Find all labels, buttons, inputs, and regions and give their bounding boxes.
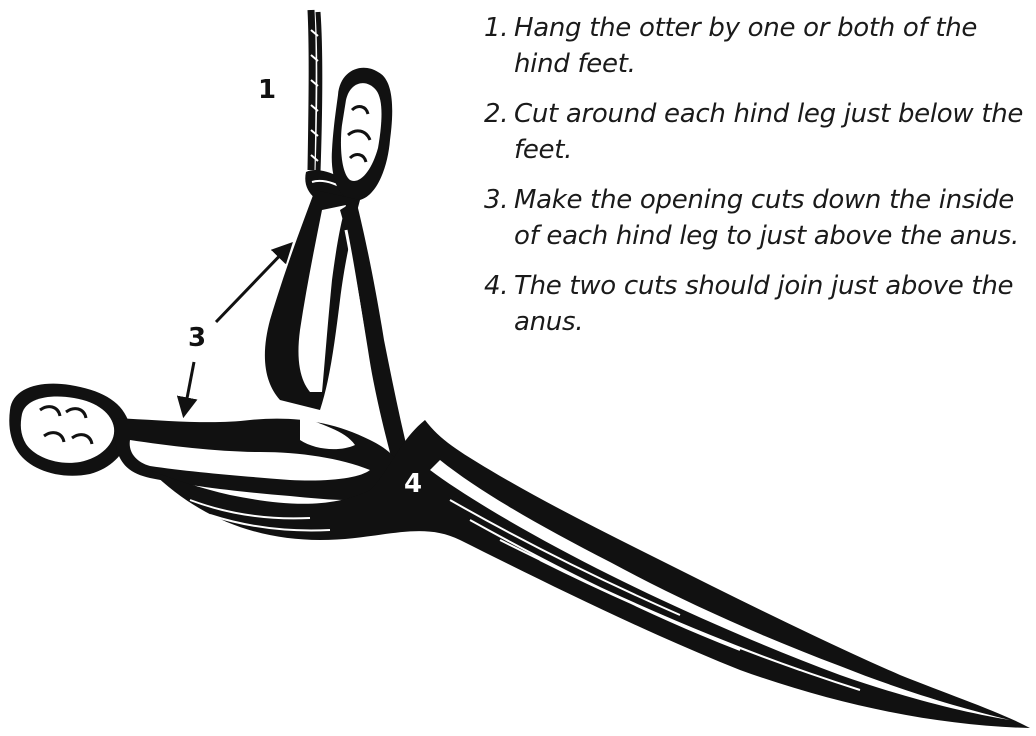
- instruction-step: 3. Make the opening cuts down the inside…: [484, 182, 1032, 254]
- instruction-step: 4. The two cuts should join just above t…: [484, 268, 1032, 340]
- arrow-leg-lower: [184, 362, 194, 414]
- callout-3: 3: [188, 323, 206, 353]
- step-text: Hang the otter by one or both of the hin…: [514, 13, 977, 79]
- step-number: 3.: [484, 182, 508, 218]
- step-text: Make the opening cuts down the inside of…: [514, 185, 1019, 251]
- callout-4: 4: [404, 469, 422, 499]
- hind-leg-lower: [115, 415, 404, 500]
- step-number: 4.: [484, 268, 508, 304]
- step-text: Cut around each hind leg just below the …: [514, 99, 1023, 165]
- instruction-list: 1. Hang the otter by one or both of the …: [484, 10, 1032, 354]
- hind-foot-upper: [332, 68, 392, 201]
- instruction-step: 2. Cut around each hind leg just below t…: [484, 96, 1032, 168]
- hind-foot-lower: [9, 384, 129, 476]
- instruction-step: 1. Hang the otter by one or both of the …: [484, 10, 1032, 82]
- callout-1: 1: [258, 75, 276, 105]
- step-text: The two cuts should join just above the …: [514, 271, 1013, 337]
- step-number: 1.: [484, 10, 508, 46]
- step-number: 2.: [484, 96, 508, 132]
